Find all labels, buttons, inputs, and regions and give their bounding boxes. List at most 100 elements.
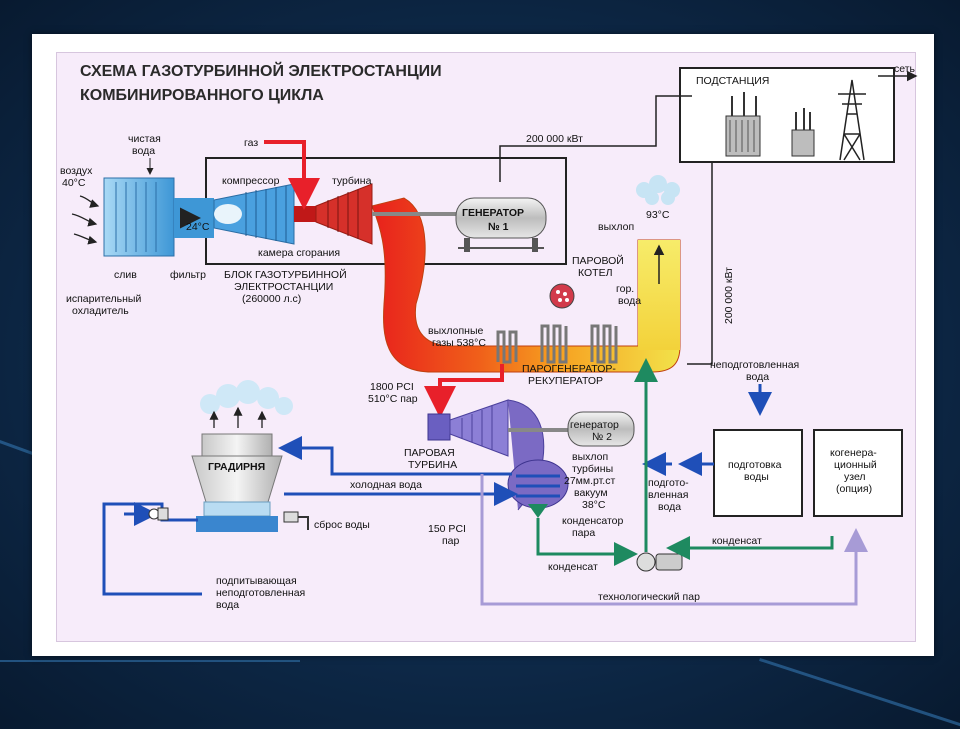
substation-label: ПОДСТАНЦИЯ xyxy=(696,75,769,87)
cooling-tower xyxy=(191,433,283,532)
power-label-top: 200 000 кВт xyxy=(526,133,583,145)
turbine-body xyxy=(315,183,373,245)
water-treatment-label: подготовка xyxy=(728,459,782,471)
gt-block-label: БЛОК ГАЗОТУРБИННОЙ xyxy=(224,268,347,281)
cogen-label-3: узел xyxy=(844,471,866,483)
steam-turbine-blades xyxy=(461,406,493,450)
evap-cooler-label: испарительный xyxy=(66,293,141,305)
valve-icon xyxy=(283,511,309,530)
compressor-label: компрессор xyxy=(222,175,280,187)
hrsg-label-2: РЕКУПЕРАТОР xyxy=(528,375,603,387)
air-temp-label: 40°С xyxy=(62,177,86,189)
exhaust-gases-label: выхлопные xyxy=(428,325,483,337)
power-pylon-icon xyxy=(838,79,866,161)
cogen-label-2: ционный xyxy=(834,459,877,471)
substation-box xyxy=(679,67,895,163)
cooling-tower-steam xyxy=(200,380,293,415)
condenser xyxy=(507,459,569,518)
generator1-label: ГЕНЕРАТОР xyxy=(462,207,524,219)
turbine-exhaust-label-4: вакуум xyxy=(574,487,608,499)
process-steam-label: технологический пар xyxy=(598,591,700,603)
steam-turbine-body xyxy=(449,399,509,457)
turbine-exhaust-label-5: 38°С xyxy=(582,499,606,511)
cogeneration-box xyxy=(813,429,903,517)
gt-block-label-2: ЭЛЕКТРОСТАНЦИИ xyxy=(234,281,333,293)
generator-2 xyxy=(567,411,635,447)
valve-icon xyxy=(148,507,169,521)
pump-icon xyxy=(636,552,683,572)
cooling-tower-up-arrows xyxy=(209,406,267,428)
evap-cooler-label-2: охладитель xyxy=(72,305,129,317)
air-flow-arrows xyxy=(71,195,100,245)
condenser-label: конденсатор xyxy=(562,515,624,527)
generator2-number: № 2 xyxy=(592,431,612,443)
clean-water-label: чистая xyxy=(128,133,161,145)
drain-label: слив xyxy=(114,269,137,281)
turbine-exhaust-label-2: турбины xyxy=(572,463,613,475)
water-treatment-label-2: воды xyxy=(744,471,769,483)
turbine-label: турбина xyxy=(332,175,372,187)
condensate-right-label: конденсат xyxy=(712,535,762,547)
steam-510-label: 510°С пар xyxy=(368,393,418,405)
makeup-water-label: подпитывающая xyxy=(216,575,297,587)
transformer-icon xyxy=(725,92,761,157)
generator-1 xyxy=(455,197,547,252)
gas-supply-line xyxy=(264,140,320,210)
gt-block-label-3: (260000 л.с) xyxy=(242,293,301,305)
steam-turbine-label-2: ТУРБИНА xyxy=(408,459,457,471)
power-plant-diagram: СХЕМА ГАЗОТУРБИННОЙ ЭЛЕКТРОСТАНЦИИ КОМБИ… xyxy=(60,61,918,611)
background-stripe xyxy=(0,660,300,662)
cooling-tower-label: ГРАДИРНЯ xyxy=(208,461,265,473)
cooler-fins xyxy=(115,182,157,252)
cogen-label: когенера- xyxy=(830,447,877,459)
grid-label: сеть xyxy=(894,63,916,75)
combustion-chamber-label: камера сгорания xyxy=(258,247,340,259)
turbine-exhaust-label-3: 27мм.рт.ст xyxy=(564,475,615,487)
makeup-water-label-3: вода xyxy=(216,599,239,611)
electric-lines xyxy=(499,95,713,365)
hot-water-label: гор. xyxy=(616,283,634,295)
treated-water-label-2: вленная xyxy=(648,489,688,501)
exhaust-label: выхлоп xyxy=(598,221,634,233)
water-treatment-box xyxy=(713,429,803,517)
turbine-blades xyxy=(327,189,359,239)
inlet-temp-label: 24°С xyxy=(186,221,210,233)
combustion-chamber xyxy=(294,206,316,222)
compressor-inlet-cone xyxy=(214,204,242,224)
condenser-label-2: пара xyxy=(572,527,595,539)
diagram-title-line1: СХЕМА ГАЗОТУРБИННОЙ ЭЛЕКТРОСТАНЦИИ xyxy=(80,61,442,80)
filter-label: фильтр xyxy=(170,269,206,281)
generator2-label: генератор xyxy=(570,419,619,431)
steam-150-label: 150 PCI xyxy=(428,523,466,535)
background-stripe xyxy=(759,658,960,729)
steam-turbine-label: ПАРОВАЯ xyxy=(404,447,455,459)
diagram-panel: СХЕМА ГАЗОТУРБИННОЙ ЭЛЕКТРОСТАНЦИИ КОМБИ… xyxy=(32,34,934,656)
exhaust-temp-label: 93°С xyxy=(646,209,670,221)
cogen-label-4: (опция) xyxy=(836,483,872,495)
water-discharge-label: сброс воды xyxy=(314,519,370,531)
steam-turbine-inlet xyxy=(427,413,451,441)
hot-water-label-2: вода xyxy=(618,295,641,307)
steam-boiler-label: ПАРОВОЙ xyxy=(572,254,624,267)
diagram-title-line2: КОМБИНИРОВАННОГО ЦИКЛА xyxy=(80,87,324,104)
condensate-bottom-label: конденсат xyxy=(548,561,598,573)
evaporative-cooler xyxy=(103,177,175,257)
hrsg-coils xyxy=(496,324,618,364)
transformer-icon xyxy=(791,108,815,157)
treated-water-label: подгото- xyxy=(648,477,689,489)
turbine-exhaust-label: выхлоп xyxy=(572,451,608,463)
exhaust-gases-label-2: газы 538°С xyxy=(432,337,486,349)
cold-water-label: холодная вода xyxy=(350,479,422,491)
steam-boiler-label-2: КОТЕЛ xyxy=(578,267,613,279)
compressor-body xyxy=(213,183,295,245)
air-label: воздух xyxy=(60,165,93,177)
steam-1800-label: 1800 PCI xyxy=(370,381,414,393)
hrsg-label: ПАРОГЕНЕРАТОР- xyxy=(522,363,616,375)
steam-boiler-drum xyxy=(549,283,575,309)
clean-water-label-2: вода xyxy=(132,145,155,157)
compressor-blades xyxy=(245,186,287,242)
makeup-water-label-2: неподготовленная xyxy=(216,587,305,599)
gas-label: газ xyxy=(244,137,258,149)
process-steam-line xyxy=(480,474,868,606)
untreated-water-label-2: вода xyxy=(746,371,769,383)
